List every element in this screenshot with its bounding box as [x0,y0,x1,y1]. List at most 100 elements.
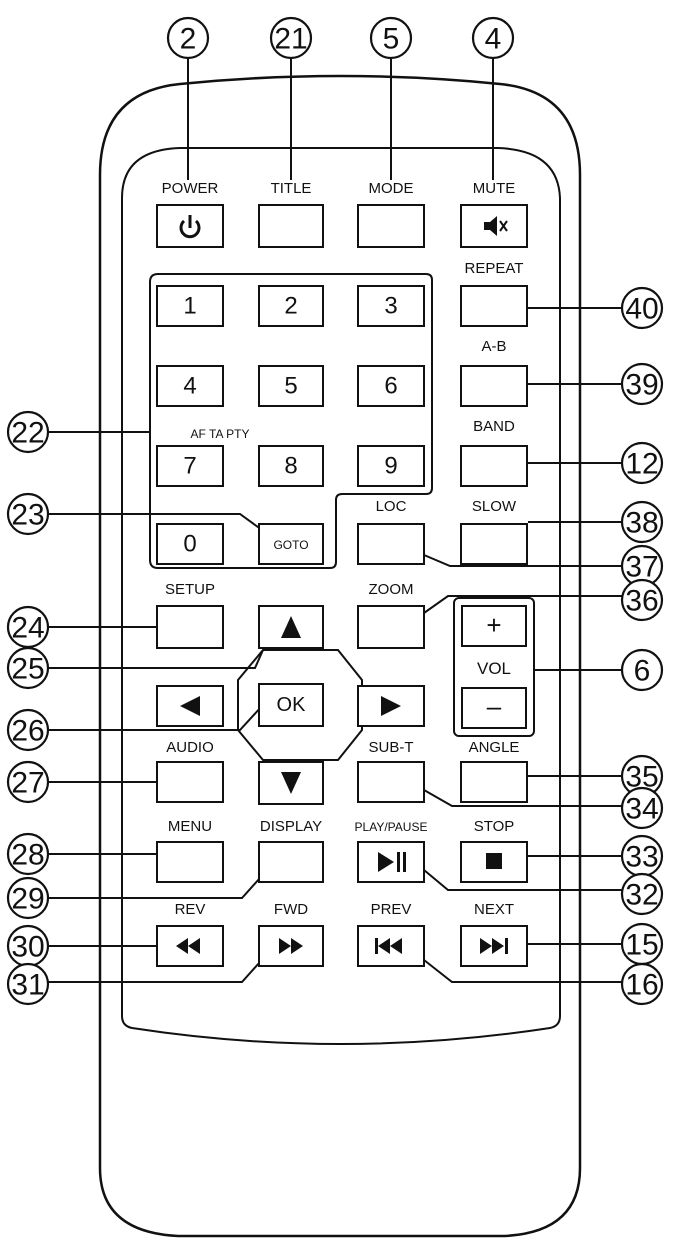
ab-label: A-B [481,338,506,355]
fast-forward-icon [279,938,303,954]
number-pad-frame [149,273,433,569]
band-button[interactable] [460,445,528,487]
volume-frame [453,597,535,737]
skip-next-icon [480,938,508,954]
vol-plus-text: + [486,610,501,640]
play-pause-icon [378,852,406,872]
svg-text:5: 5 [383,23,400,56]
svg-text:33: 33 [625,841,658,874]
menu-button[interactable] [156,841,224,883]
audio-button[interactable] [156,761,224,803]
svg-text:37: 37 [625,551,658,584]
ab-button[interactable] [460,365,528,407]
stop-label: STOP [474,818,515,835]
svg-text:28: 28 [11,839,44,872]
callout-33: 33 [620,834,664,878]
title-button[interactable] [258,204,324,248]
callout-37: 37 [620,544,664,588]
repeat-label: REPEAT [465,260,524,277]
callout-29: 29 [6,876,50,920]
callout-12: 12 [620,441,664,485]
digit-3-button[interactable] [357,285,425,327]
af-ta-pty-label: AF TA PTY [191,427,250,441]
digit-4-text: 4 [183,373,196,400]
callout-31: 31 [6,962,50,1006]
goto-button[interactable] [258,523,324,565]
rev-button[interactable] [156,925,224,967]
loc-button[interactable] [357,523,425,565]
angle-button[interactable] [460,761,528,803]
right-button[interactable] [357,685,425,727]
band-label: BAND [473,418,515,435]
svg-text:6: 6 [634,655,651,688]
repeat-button[interactable] [460,285,528,327]
digit-5-button[interactable] [258,365,324,407]
digit-8-text: 8 [284,453,297,480]
callout-4: 4 [471,16,515,60]
digit-1-text: 1 [183,293,196,320]
rev-label: REV [175,901,206,918]
digit-3-text: 3 [384,293,397,320]
callout-34: 34 [620,786,664,830]
digit-7-text: 7 [183,453,196,480]
digit-6-button[interactable] [357,365,425,407]
mode-button[interactable] [357,204,425,248]
svg-text:38: 38 [625,507,658,540]
digit-1-button[interactable] [156,285,224,327]
svg-text:26: 26 [11,715,44,748]
ok-button[interactable] [258,683,324,727]
subt-button[interactable] [357,761,425,803]
callout-23: 23 [6,492,50,536]
slow-button[interactable] [460,523,528,565]
svg-text:15: 15 [625,929,658,962]
setup-button[interactable] [156,605,224,649]
digit-2-button[interactable] [258,285,324,327]
arrow-left-icon [180,696,200,716]
callout-5: 5 [369,16,413,60]
title-label: TITLE [271,180,312,197]
zoom-button[interactable] [357,605,425,649]
callout-22: 22 [6,410,50,454]
mute-icon [484,216,508,236]
svg-text:21: 21 [274,23,307,56]
svg-text:4: 4 [485,23,502,56]
svg-text:22: 22 [11,417,44,450]
callout-16: 16 [620,962,664,1006]
vol-plus-button[interactable] [461,605,527,647]
digit-5-text: 5 [284,373,297,400]
digit-0-button[interactable] [156,523,224,565]
callout-36: 36 [620,578,664,622]
setup-label: SETUP [165,581,215,598]
mode-label: MODE [369,180,414,197]
arrow-up-icon [281,616,301,638]
digit-0-text: 0 [183,531,196,558]
power-icon [179,215,201,239]
svg-text:27: 27 [11,767,44,800]
stop-icon [486,853,502,869]
digit-4-button[interactable] [156,365,224,407]
audio-label: AUDIO [166,739,214,756]
svg-text:36: 36 [625,585,658,618]
callout-15: 15 [620,922,664,966]
subt-label: SUB-T [369,739,414,756]
svg-text:31: 31 [11,969,44,1002]
arrow-down-icon [281,772,301,794]
digit-8-button[interactable] [258,445,324,487]
callout-25: 25 [6,646,50,690]
callout-21: 21 [269,16,313,60]
vol-minus-text: – [487,691,502,721]
callout-40: 40 [620,286,664,330]
svg-text:25: 25 [11,653,44,686]
digit-9-button[interactable] [357,445,425,487]
menu-label: MENU [168,818,212,835]
digit-7-button[interactable] [156,445,224,487]
dpad-octagon [237,649,363,761]
vol-minus-button[interactable] [461,687,527,729]
display-label: DISPLAY [260,818,322,835]
rewind-icon [176,938,200,954]
arrow-right-icon [381,696,401,716]
fwd-label: FWD [274,901,308,918]
display-button[interactable] [258,841,324,883]
callout-2: 2 [166,16,210,60]
remote-inner-panel [121,147,561,1045]
